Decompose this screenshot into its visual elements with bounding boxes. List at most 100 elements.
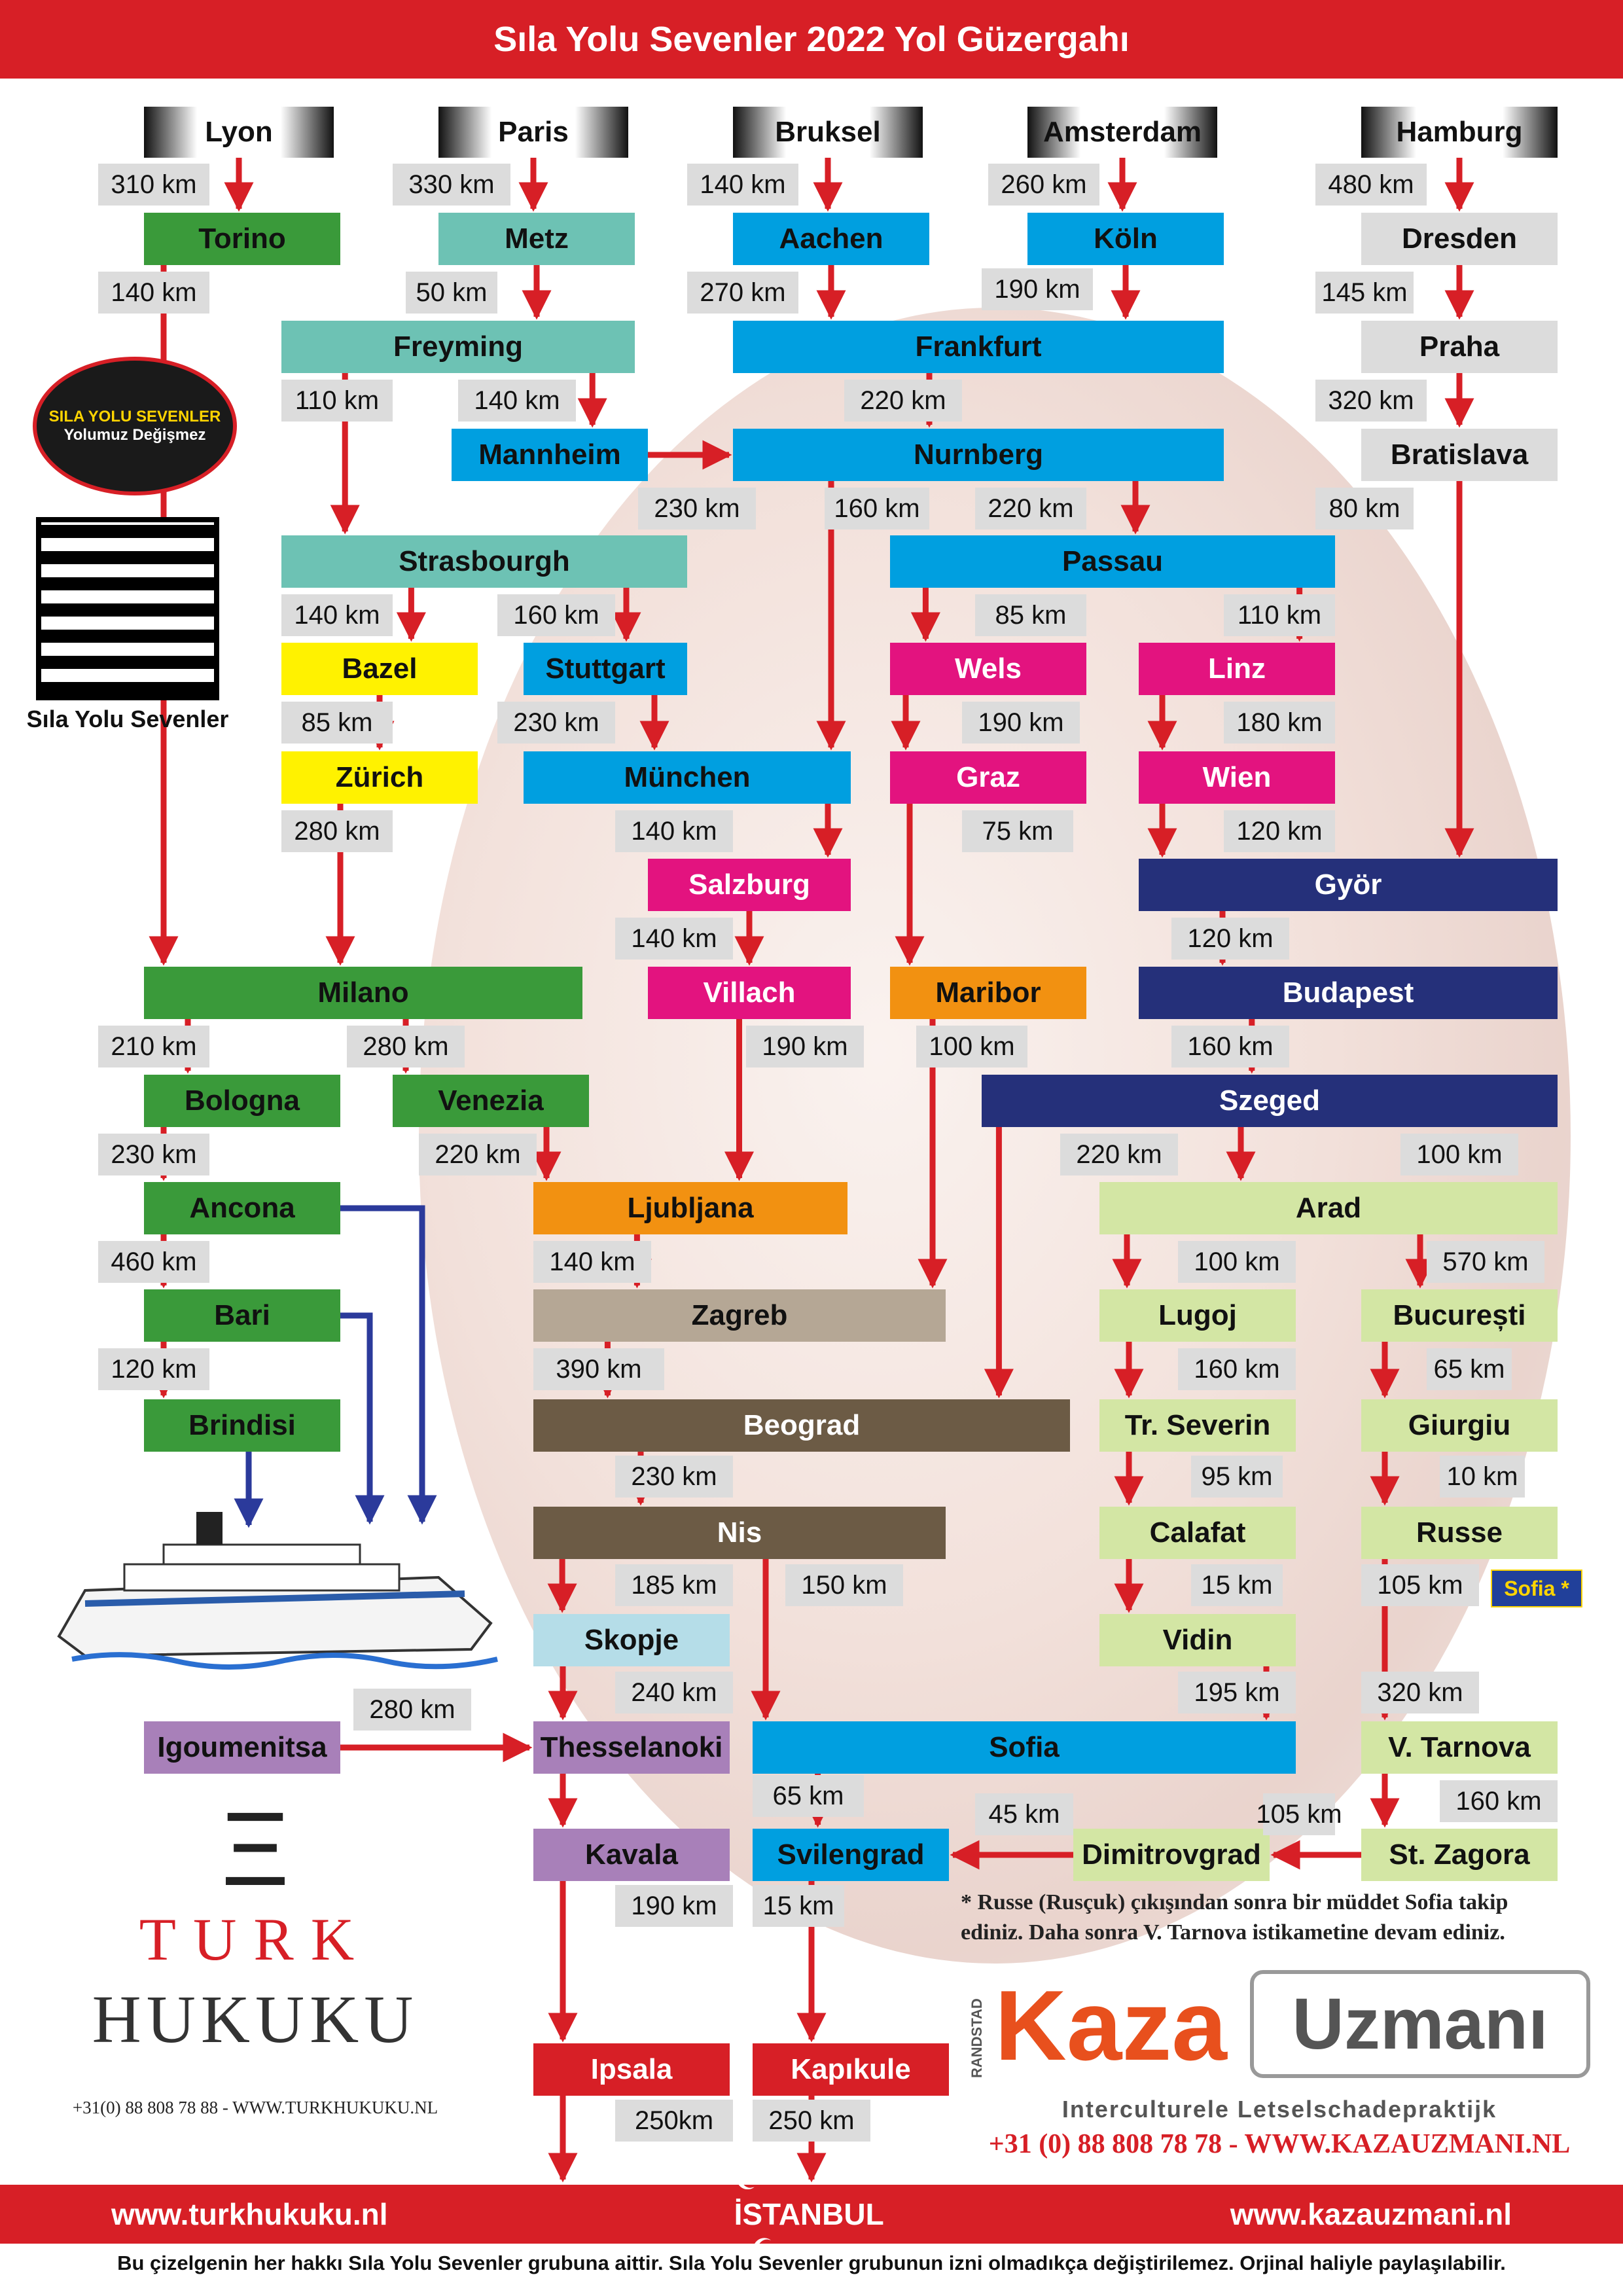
footer-bar: www.turkhukuku.nl ☪ İSTANBUL ☪ www.kazau… — [0, 2162, 1623, 2267]
distance-label: 390 km — [533, 1348, 664, 1390]
distance-label: 75 km — [962, 810, 1073, 852]
city-node-graz: Graz — [890, 751, 1086, 804]
city-node-bari: Bari — [144, 1289, 340, 1342]
city-node-giurgiu: Giurgiu — [1361, 1399, 1558, 1452]
city-node-wels: Wels — [890, 643, 1086, 695]
ferry-ship-icon — [57, 1512, 498, 1670]
city-node-skopje: Skopje — [533, 1614, 730, 1666]
ferry-arrow — [340, 1312, 385, 1525]
distance-label: 100 km — [1400, 1134, 1518, 1175]
distance-label: 105 km — [1361, 1564, 1479, 1606]
distance-label: 230 km — [98, 1134, 209, 1175]
distance-label: 140 km — [533, 1241, 651, 1283]
distance-label: 65 km — [753, 1775, 864, 1817]
city-node-frankfurt: Frankfurt — [733, 321, 1224, 373]
copyright-text: Bu çizelgenin her hakkı Sıla Yolu Sevenl… — [117, 2251, 1506, 2274]
city-node-svilengrad: Svilengrad — [753, 1829, 949, 1881]
distance-label: 140 km — [615, 918, 733, 960]
city-node-budapest: Budapest — [1139, 967, 1558, 1019]
distance-label: 140 km — [281, 594, 393, 636]
distance-label: 120 km — [98, 1348, 209, 1390]
turk-hukuku-phone: +31(0) 88 808 78 88 - WWW.TURKHUKUKU.NL — [72, 2098, 438, 2117]
city-node-hamburg: Hamburg — [1361, 107, 1558, 158]
city-node-nurnberg: Nurnberg — [733, 429, 1224, 481]
distance-label: 270 km — [687, 272, 798, 314]
footer-link-kazauzmani[interactable]: www.kazauzmani.nl — [1230, 2197, 1512, 2231]
distance-label: 140 km — [687, 164, 798, 206]
city-node-maribor: Maribor — [890, 967, 1086, 1019]
city-node-salzburg: Salzburg — [648, 859, 851, 911]
city-node-praha: Praha — [1361, 321, 1558, 373]
ferry-arrow — [340, 1205, 437, 1525]
city-node-wien: Wien — [1139, 751, 1335, 804]
distance-label: 80 km — [1315, 488, 1414, 529]
turk-hukuku-logo: Ξ TURK HUKUKU +31(0) 88 808 78 88 - WWW.… — [46, 1793, 465, 2134]
distance-label: 65 km — [1427, 1348, 1512, 1390]
distance-label: 220 km — [844, 380, 962, 422]
city-node-bazel: Bazel — [281, 643, 478, 695]
distance-label: 50 km — [406, 272, 497, 314]
distance-label: 330 km — [393, 164, 510, 206]
distance-label: 480 km — [1315, 164, 1427, 206]
city-node-passau: Passau — [890, 535, 1335, 588]
distance-label: 220 km — [975, 488, 1086, 529]
distance-label: 280 km — [347, 1026, 465, 1067]
distance-label: 15 km — [1191, 1564, 1283, 1606]
qr-label: Sıla Yolu Sevenler — [26, 706, 229, 732]
city-node-nis: Nis — [533, 1507, 946, 1559]
distance-label: 320 km — [1361, 1672, 1479, 1713]
distance-label: 110 km — [281, 380, 393, 422]
distance-label: 150 km — [785, 1564, 903, 1606]
city-node-paris: Paris — [438, 107, 628, 158]
distance-label: 160 km — [1178, 1348, 1296, 1390]
distance-label: 230 km — [638, 488, 756, 529]
title-bar: Sıla Yolu Sevenler 2022 Yol Güzergahı — [0, 0, 1623, 79]
city-node-brindisi: Brindisi — [144, 1399, 340, 1452]
distance-label: 85 km — [975, 594, 1086, 636]
kaza-subtitle: Interculturele Letselschadepraktijk — [1061, 2096, 1497, 2123]
footer-link-turkhukuku[interactable]: www.turkhukuku.nl — [111, 2197, 388, 2231]
city-node-zagora: St. Zagora — [1361, 1829, 1558, 1881]
crescent-star-icon: ☪ — [734, 2162, 778, 2196]
distance-label: 460 km — [98, 1241, 209, 1283]
distance-label: 570 km — [1427, 1241, 1544, 1283]
city-node-thesselanoki: Thesselanoki — [533, 1721, 730, 1774]
city-node-metz: Metz — [438, 213, 635, 265]
distance-label: 120 km — [1224, 810, 1335, 852]
distance-label: 220 km — [1060, 1134, 1178, 1175]
distance-label: 110 km — [1224, 594, 1335, 636]
pillar-icon: Ξ — [221, 1790, 289, 1907]
city-node-dimitrovgrad: Dimitrovgrad — [1073, 1829, 1270, 1881]
logo-line2: Yolumuz Değişmez — [63, 426, 206, 444]
city-node-strasbourgh: Strasbourgh — [281, 535, 687, 588]
distance-label: 140 km — [458, 380, 576, 422]
city-node-gyor: Györ — [1139, 859, 1558, 911]
qr-code-icon[interactable] — [36, 517, 219, 700]
distance-label: 195 km — [1178, 1672, 1296, 1713]
city-node-dresden: Dresden — [1361, 213, 1558, 265]
city-node-koln: Köln — [1027, 213, 1224, 265]
distance-label: 145 km — [1315, 272, 1414, 314]
distance-label: 105 km — [1256, 1793, 1342, 1835]
footer-center: ☪ İSTANBUL ☪ — [734, 2161, 884, 2267]
page-title: Sıla Yolu Sevenler 2022 Yol Güzergahı — [493, 20, 1130, 59]
distance-label: 185 km — [615, 1564, 733, 1606]
distance-label: 160 km — [1171, 1026, 1289, 1067]
city-node-villach: Villach — [648, 967, 851, 1019]
distance-label: 190 km — [982, 268, 1093, 310]
logo-line1: SILA YOLU SEVENLER — [48, 408, 221, 425]
city-node-bologna: Bologna — [144, 1075, 340, 1127]
distance-label: 190 km — [962, 702, 1080, 744]
distance-label: 10 km — [1440, 1456, 1525, 1498]
sofia-badge: Sofia * — [1491, 1570, 1582, 1607]
city-node-mannheim: Mannheim — [452, 429, 648, 481]
city-node-munchen: München — [524, 751, 851, 804]
turk-hukuku-line2: HUKUKU — [92, 1982, 419, 2057]
distance-label: 280 km — [281, 810, 393, 852]
kaza-uzmani-logo: RANDSTAD Kaza Uzmanı Interculturele Lets… — [962, 1957, 1597, 2179]
distance-label: 180 km — [1224, 702, 1335, 744]
city-node-torino: Torino — [144, 213, 340, 265]
